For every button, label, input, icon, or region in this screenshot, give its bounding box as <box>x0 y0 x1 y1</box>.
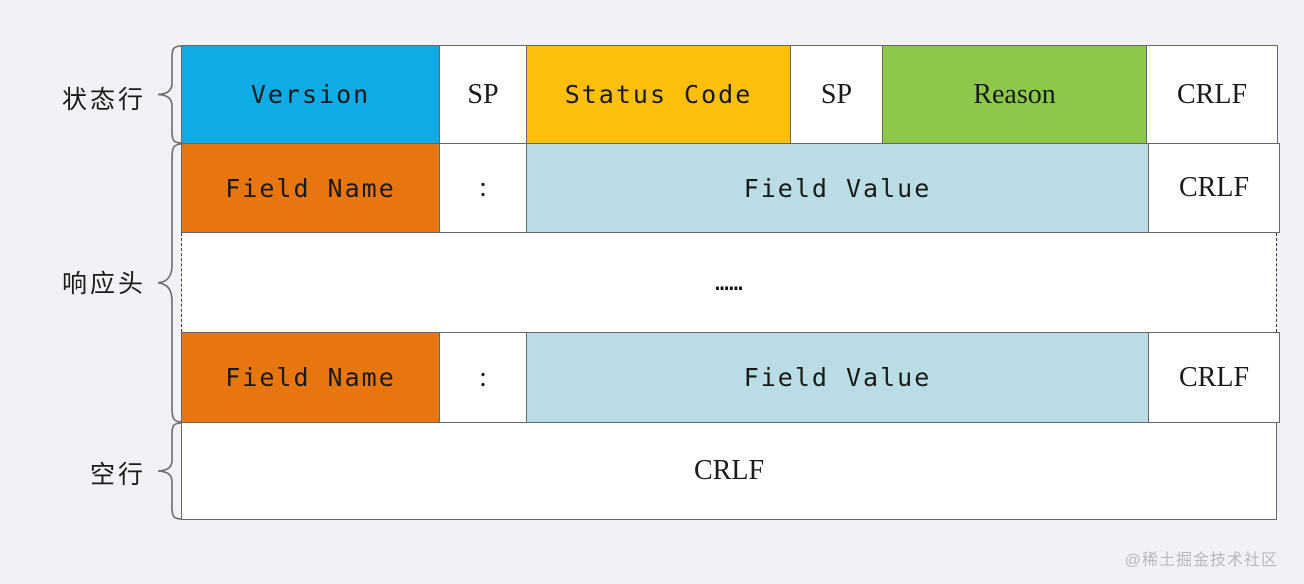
table-row-status-line: Version SP Status Code SP Reason CRLF <box>181 45 1278 144</box>
cell-colon-2: : <box>439 332 527 423</box>
cell-status-code: Status Code <box>526 45 791 144</box>
group-label-response-headers: 响应头 <box>61 270 146 298</box>
table-row-header-1: Field Name : Field Value CRLF <box>181 143 1280 233</box>
cell-sp-1: SP <box>439 45 527 144</box>
cell-field-name-2: Field Name <box>181 332 440 423</box>
brace-blank-line <box>156 422 184 520</box>
watermark: @稀土掘金技术社区 <box>1124 552 1278 569</box>
cell-field-value-1: Field Value <box>526 143 1149 233</box>
group-label-blank-line: 空行 <box>89 461 146 489</box>
cell-sp-2: SP <box>790 45 883 144</box>
table-row-ellipsis: …… <box>181 233 1277 332</box>
cell-crlf-status-line: CRLF <box>1146 45 1278 144</box>
cell-crlf-header-2: CRLF <box>1148 332 1280 423</box>
cell-crlf-blank-line: CRLF <box>181 422 1277 520</box>
brace-response-headers <box>156 143 184 423</box>
cell-colon-1: : <box>439 143 527 233</box>
cell-version: Version <box>181 45 440 144</box>
cell-ellipsis: …… <box>181 233 1277 332</box>
cell-field-name-1: Field Name <box>181 143 440 233</box>
cell-reason: Reason <box>882 45 1147 144</box>
group-label-status-line: 状态行 <box>61 86 146 114</box>
brace-status-line <box>156 45 184 144</box>
cell-field-value-2: Field Value <box>526 332 1149 423</box>
table-row-blank-line: CRLF <box>181 422 1277 520</box>
table-row-header-2: Field Name : Field Value CRLF <box>181 332 1280 423</box>
cell-crlf-header-1: CRLF <box>1148 143 1280 233</box>
